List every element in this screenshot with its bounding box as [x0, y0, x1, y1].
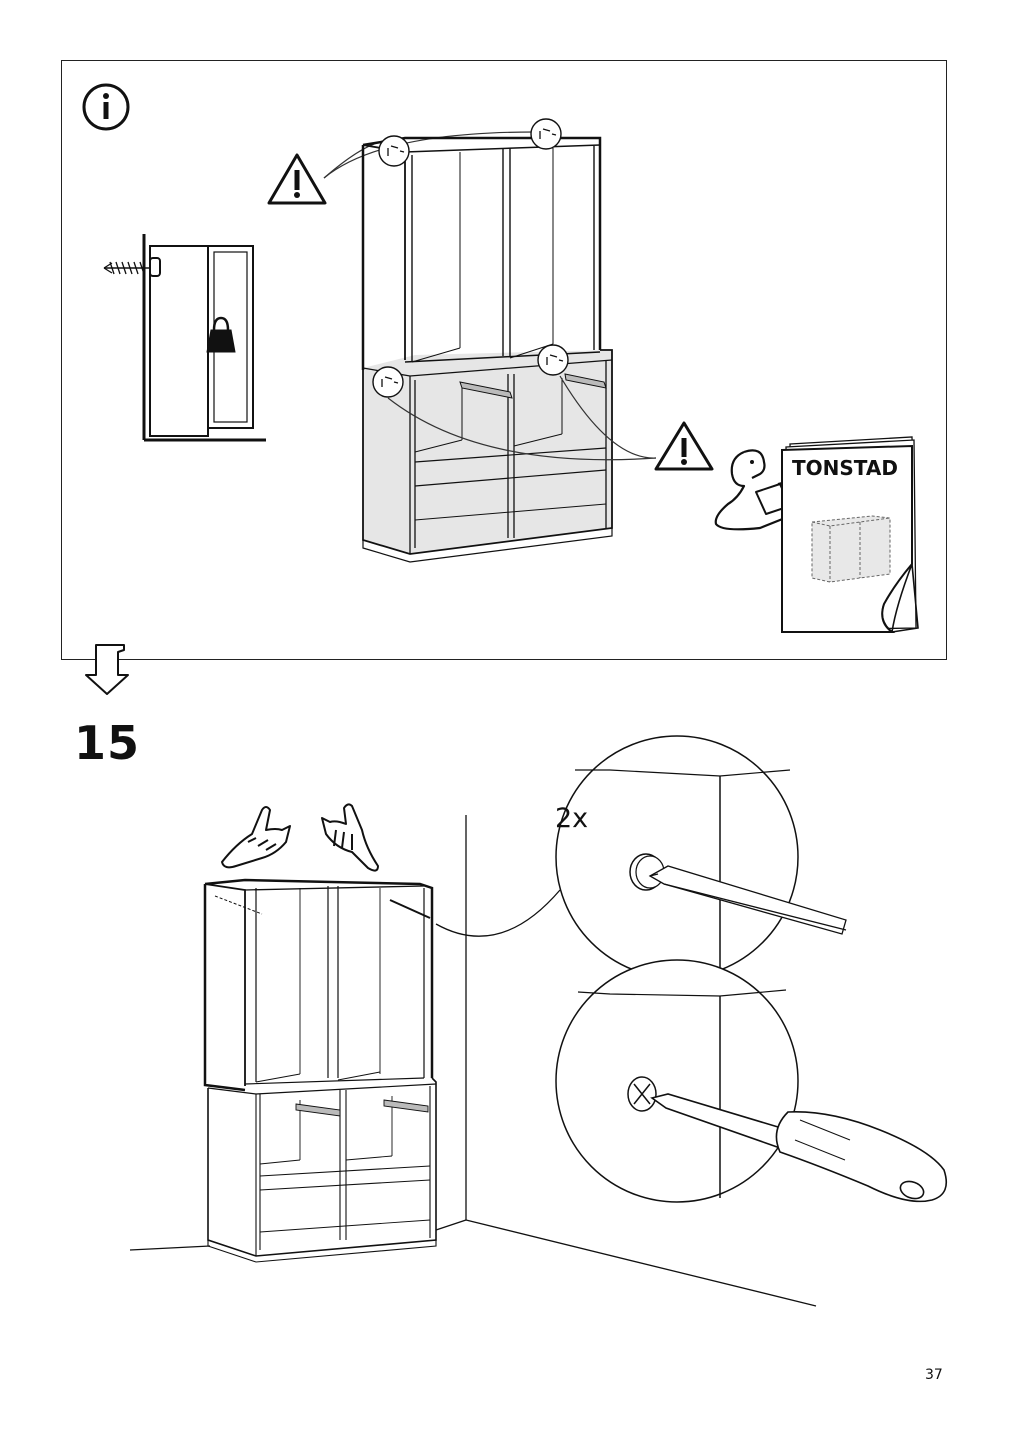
detail-circle-mark [555, 735, 847, 979]
room-lines [129, 815, 817, 1307]
step-cabinet [203, 878, 437, 1263]
info-panel [61, 60, 947, 660]
pencil-icon [648, 865, 847, 935]
step-number: 15 [74, 716, 141, 770]
hand-icons [221, 803, 379, 872]
callout-markers [372, 118, 569, 398]
warning-icon [267, 153, 327, 205]
quantity-label: 2x [555, 803, 589, 834]
page-number: 37 [925, 1367, 943, 1383]
cabinet-illustration [361, 136, 613, 563]
warning-icon-lower [654, 421, 714, 471]
wall-screw-detail [103, 234, 266, 442]
screwdriver-icon [650, 1093, 948, 1203]
detail-circle-screw [555, 959, 948, 1203]
down-arrow-icon [85, 644, 129, 695]
info-icon [82, 83, 130, 131]
booklet-title: TONSTAD [792, 456, 898, 480]
screw-icon [103, 257, 161, 277]
weight-icon [206, 316, 236, 353]
manual-booklet-icon [781, 436, 919, 633]
